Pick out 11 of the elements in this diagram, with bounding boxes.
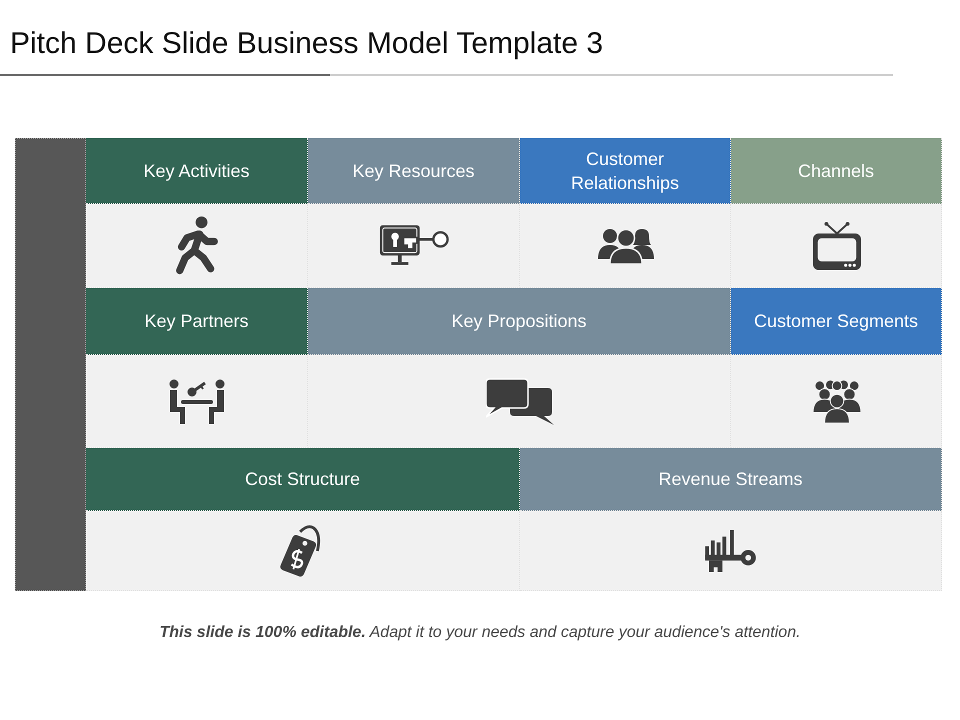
category-header: Revenue Streams xyxy=(520,448,942,511)
category-header: Customer Relationships xyxy=(520,138,731,204)
category-header: Channels xyxy=(731,138,942,204)
category-header: Cost Structure xyxy=(86,448,520,511)
category-header: Key Partners xyxy=(86,288,308,355)
category-header: Key Propositions xyxy=(308,288,731,355)
category-header: Key Activities xyxy=(86,138,308,204)
slide-title: Pitch Deck Slide Business Model Template 3 xyxy=(10,26,604,62)
category-header: Customer Segments xyxy=(731,288,942,355)
category-header: Key Resources xyxy=(308,138,520,204)
caption-text: This slide is 100% editable. Adapt it to your needs and capture your audience's attention. xyxy=(159,624,801,642)
